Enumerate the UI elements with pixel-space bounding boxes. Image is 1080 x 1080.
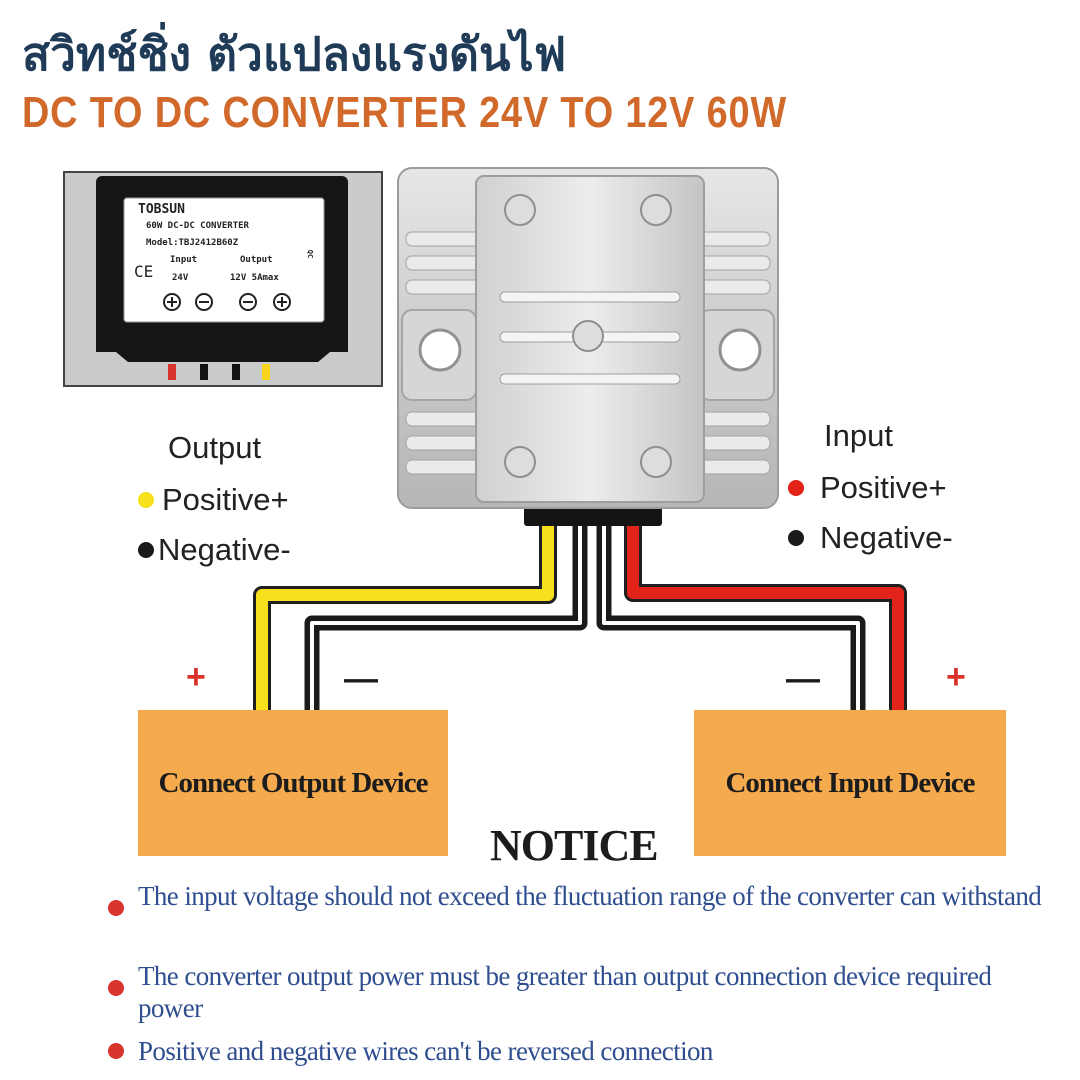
mounting-hole-right bbox=[718, 328, 762, 372]
input-plus-sign: + bbox=[946, 658, 966, 696]
plate-input-label: Input bbox=[170, 255, 198, 265]
input-minus-sign: — bbox=[786, 660, 820, 698]
plate-brand: TOBSUN bbox=[138, 202, 185, 217]
output-device-label: Connect Output Device bbox=[158, 766, 429, 799]
screw-top-right bbox=[640, 194, 672, 226]
screw-center bbox=[572, 320, 604, 352]
plate-model: Model:TBJ2412B60Z bbox=[146, 238, 239, 248]
input-device-label: Connect Input Device bbox=[725, 766, 975, 799]
plate-ce-mark: CE bbox=[134, 262, 154, 281]
output-plus-sign: + bbox=[186, 658, 206, 696]
converter-module bbox=[397, 167, 779, 509]
notice-item: The input voltage should not exceed the … bbox=[108, 880, 1048, 916]
input-legend-positive: Positive+ bbox=[788, 470, 947, 506]
input-negative-wire bbox=[596, 515, 866, 712]
output-positive-wire bbox=[253, 515, 557, 712]
red-bullet-icon bbox=[108, 980, 124, 996]
input-positive-label: Positive+ bbox=[820, 470, 947, 505]
output-device-box: Connect Output Device bbox=[138, 710, 448, 856]
screw-top-left bbox=[504, 194, 536, 226]
notice-title: NOTICE bbox=[490, 821, 659, 870]
input-legend-heading: Input bbox=[824, 418, 893, 453]
plate-product-line: 60W DC-DC CONVERTER bbox=[146, 221, 249, 231]
mounting-hole-left bbox=[418, 328, 462, 372]
black-dot-icon bbox=[788, 530, 804, 546]
output-negative-wire bbox=[304, 515, 588, 712]
input-legend-negative: Negative- bbox=[788, 520, 953, 556]
red-bullet-icon bbox=[108, 1043, 124, 1059]
notice-item: The converter output power must be great… bbox=[108, 960, 1048, 1024]
plate-output-value: 12V 5Amax bbox=[230, 273, 279, 283]
page-title-english: DC TO DC CONVERTER 24V TO 12V 60W bbox=[22, 88, 788, 137]
notice-item-text: The input voltage should not exceed the … bbox=[138, 881, 1042, 911]
screw-bottom-right bbox=[640, 446, 672, 478]
notice-item-text: The converter output power must be great… bbox=[138, 961, 992, 1023]
plus-symbol-icon bbox=[163, 293, 181, 311]
label-plate-photo bbox=[63, 171, 383, 387]
plus-symbol-icon bbox=[273, 293, 291, 311]
plate-side-code: QC bbox=[306, 249, 315, 259]
plate-output-label: Output bbox=[240, 255, 273, 265]
minus-symbol-icon bbox=[195, 293, 213, 311]
input-negative-label: Negative- bbox=[820, 520, 953, 555]
output-legend-negative: Negative- bbox=[138, 532, 291, 568]
output-minus-sign: — bbox=[344, 660, 378, 698]
output-positive-label: Positive+ bbox=[162, 482, 289, 517]
input-device-box: Connect Input Device bbox=[694, 710, 1006, 856]
red-bullet-icon bbox=[108, 900, 124, 916]
red-dot-icon bbox=[788, 480, 804, 496]
output-negative-label: Negative- bbox=[158, 532, 291, 567]
minus-symbol-icon bbox=[239, 293, 257, 311]
yellow-dot-icon bbox=[138, 492, 154, 508]
input-positive-wire bbox=[624, 515, 907, 712]
black-dot-icon bbox=[138, 542, 154, 558]
plate-input-value: 24V bbox=[172, 273, 189, 283]
notice-item-text: Positive and negative wires can't be rev… bbox=[138, 1036, 713, 1066]
page-title-thai: สวิทช์ชิ่ง ตัวแปลงแรงดันไฟ bbox=[22, 27, 567, 81]
screw-bottom-left bbox=[504, 446, 536, 478]
output-legend-heading: Output bbox=[168, 430, 262, 465]
notice-item: Positive and negative wires can't be rev… bbox=[108, 1035, 1048, 1067]
output-legend-positive: Positive+ bbox=[138, 482, 289, 518]
